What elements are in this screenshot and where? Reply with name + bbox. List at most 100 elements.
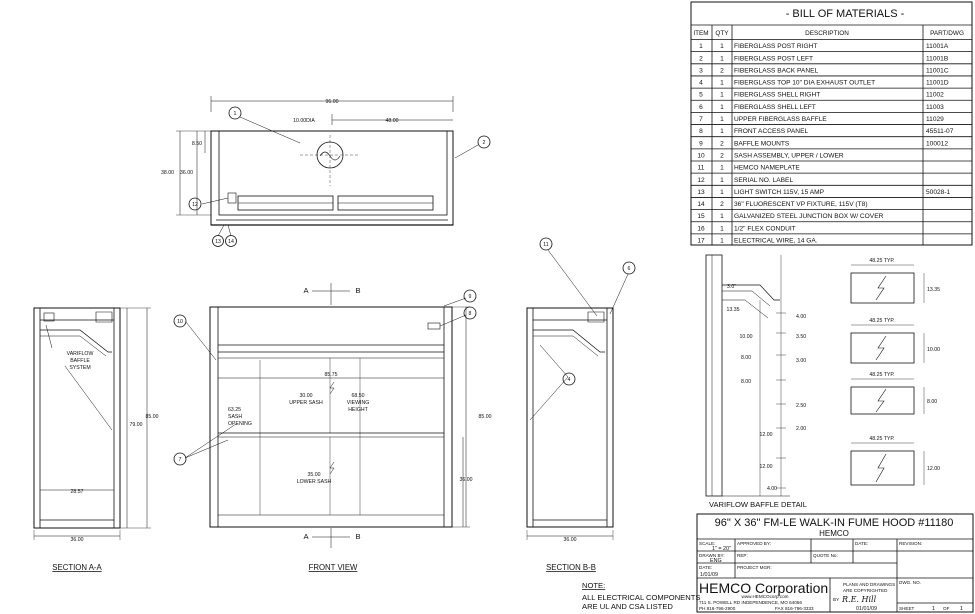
panel-h-3: 12.00 <box>927 466 940 472</box>
bom-desc-cell: HEMCO NAMEPLATE <box>734 165 800 172</box>
variflow-detail <box>705 254 790 497</box>
bom-desc-cell: LIGHT SWITCH 115V, 15 AMP <box>734 189 825 196</box>
bom-part-cell: 11029 <box>926 116 944 123</box>
bom-qty-cell: 1 <box>720 128 724 135</box>
bom-qty-cell: 1 <box>720 55 724 62</box>
bom-desc-cell: FIBERGLASS POST LEFT <box>734 55 813 62</box>
balloon-9: 9 <box>469 294 472 300</box>
bom-item-cell: 3 <box>699 67 703 74</box>
tb-revision-label: REVISION: <box>899 541 922 546</box>
bom-desc-cell: SASH ASSEMBLY, UPPER / LOWER <box>734 152 844 159</box>
bom-header-part: PART/DWG <box>930 30 964 37</box>
bom-desc-cell: UPPER FIBERGLASS BAFFLE <box>734 116 827 123</box>
tb-date: 1/01/09 <box>700 572 718 578</box>
bom-item-cell: 8 <box>699 128 703 135</box>
vf-right-3: 2.50 <box>796 403 806 409</box>
note-title: NOTE: <box>582 581 605 590</box>
label-sash: SASH <box>228 414 242 420</box>
tb-of-label: OF <box>943 606 950 611</box>
bom-qty-cell: 2 <box>720 140 724 147</box>
bom-qty-cell: 2 <box>720 67 724 74</box>
bom-item-cell: 10 <box>697 152 705 159</box>
dim-a-height: 85.00 <box>146 414 159 420</box>
tb-date-label: DATE: <box>855 541 868 546</box>
tb-address: 711 S. POWELL RD INDEPENDENCE, MO 64056 <box>699 600 802 605</box>
panel-h-1: 10.00 <box>927 347 940 353</box>
panels-text: 48.25 TYP. 48.25 TYP. 48.25 TYP. 48.25 T… <box>869 258 940 472</box>
bom-header-item: ITEM <box>693 30 708 37</box>
dim-inner: 36.00 <box>180 170 193 176</box>
panel-h-2: 8.00 <box>927 399 937 405</box>
tb-sheets: 1 <box>960 606 963 612</box>
dim-half: 48.00 <box>386 118 399 124</box>
bom-part-cell: 11001B <box>926 55 949 62</box>
tb-title: 96" X 36" FM-LE WALK-IN FUME HOOD #11180 <box>715 517 954 529</box>
balloon-13: 13 <box>215 239 221 245</box>
bom-qty-cell: 1 <box>720 104 724 111</box>
front-view-text: A B A B 85.75 30.00 UPPER SASH 68.50 VIE… <box>177 286 491 572</box>
top-view-text: 96.00 48.00 10.00DIA 38.00 36.00 8.50 1 … <box>161 99 486 245</box>
note-baffle: BAFFLE <box>70 358 90 364</box>
bom-part-cell: 11001A <box>926 43 949 50</box>
vf-left-4: 12.00 <box>760 432 773 438</box>
baffle-panels <box>850 264 925 486</box>
tb-dwg-label: DWG. NO. <box>899 580 921 585</box>
note-line-2: ARE UL AND CSA LISTED <box>582 602 673 611</box>
dim-sash-opening: 63.25 <box>228 407 241 413</box>
panel-typ-0: 48.25 TYP. <box>869 258 894 264</box>
dim-width: 96.00 <box>326 99 339 105</box>
bom-text: - BILL OF MATERIALS - ITEM QTY DESCRIPTI… <box>693 8 964 37</box>
bom-item-cell: 17 <box>697 238 705 245</box>
bom-desc-cell: 36" FLUORESCENT VP FIXTURE, 115V (T8) <box>734 201 868 208</box>
tb-drawn: ENG <box>710 558 722 564</box>
bom-qty-cell: 1 <box>720 177 724 184</box>
note-text: NOTE: ALL ELECTRICAL COMPONENTS ARE UL A… <box>582 581 700 611</box>
balloon-12: 12 <box>192 202 198 208</box>
section-a-text: VARIFLOW BAFFLE SYSTEM 85.00 79.00 28.57… <box>52 351 158 572</box>
bom-qty-cell: 1 <box>720 92 724 99</box>
tb-sheet: 1 <box>932 606 935 612</box>
bom-desc-cell: FIBERGLASS BACK PANEL <box>734 67 818 74</box>
bom-desc-cell: BAFFLE MOUNTS <box>734 140 790 147</box>
bom-qty-cell: 2 <box>720 201 724 208</box>
bom-desc-cell: FIBERGLASS POST RIGHT <box>734 43 817 50</box>
label-section-a: SECTION A-A <box>52 563 102 572</box>
balloon-2: 2 <box>483 140 486 146</box>
bom-desc-cell: GALVANIZED STEEL JUNCTION BOX W/ COVER <box>734 213 884 220</box>
bom-desc-cell: SERIAL NO. LABEL <box>734 177 793 184</box>
mark-b-bottom: B <box>355 532 360 541</box>
balloon-6: 6 <box>628 266 631 272</box>
dim-depth: 38.00 <box>161 170 174 176</box>
dim-front-inner-width: 85.75 <box>325 372 338 378</box>
tb-scale-label: SCALE: <box>699 541 715 546</box>
bom-item-cell: 15 <box>697 213 705 220</box>
top-view <box>176 96 491 247</box>
bom-qty-cell: 2 <box>720 152 724 159</box>
tb-approved-label: APPROVED BY: <box>737 541 771 546</box>
label-height: HEIGHT <box>348 407 368 413</box>
mark-b-top: B <box>355 286 360 295</box>
bom-desc-cell: ELECTRICAL WIRE, 14 GA. <box>734 238 818 245</box>
tb-quote-label: QUOTE No: <box>813 553 838 558</box>
bom-item-cell: 5 <box>699 92 703 99</box>
bom-qty-cell: 1 <box>720 238 724 245</box>
tb-scale: 1" = 20" <box>712 546 731 552</box>
bom-title: - BILL OF MATERIALS - <box>786 8 905 20</box>
tb-copyright-1: PLANS AND DRAWINGS <box>843 582 895 587</box>
dim-a-width: 36.00 <box>71 537 84 543</box>
tb-fax: FAX 816-796-3333 <box>775 606 814 611</box>
bom-qty-cell: 1 <box>720 80 724 87</box>
front-view <box>173 283 477 548</box>
tb-rep-label: REP: <box>737 553 748 558</box>
bom-item-cell: 6 <box>699 104 703 111</box>
tb-phone: PH 816-796-2900 <box>699 606 736 611</box>
tb-sheet-label: SHEET <box>899 606 915 611</box>
dim-dia: 10.00DIA <box>293 118 315 124</box>
panel-typ-1: 48.25 TYP. <box>869 318 894 324</box>
bom-header-description: DESCRIPTION <box>805 30 849 37</box>
bom-item-cell: 2 <box>699 55 703 62</box>
dim-a-inner-height: 79.00 <box>130 422 143 428</box>
dim-viewing: 68.50 <box>352 393 365 399</box>
panel-h-0: 13.35 <box>927 287 940 293</box>
tb-copyright-2: ARE COPYRIGHTED <box>843 588 888 593</box>
